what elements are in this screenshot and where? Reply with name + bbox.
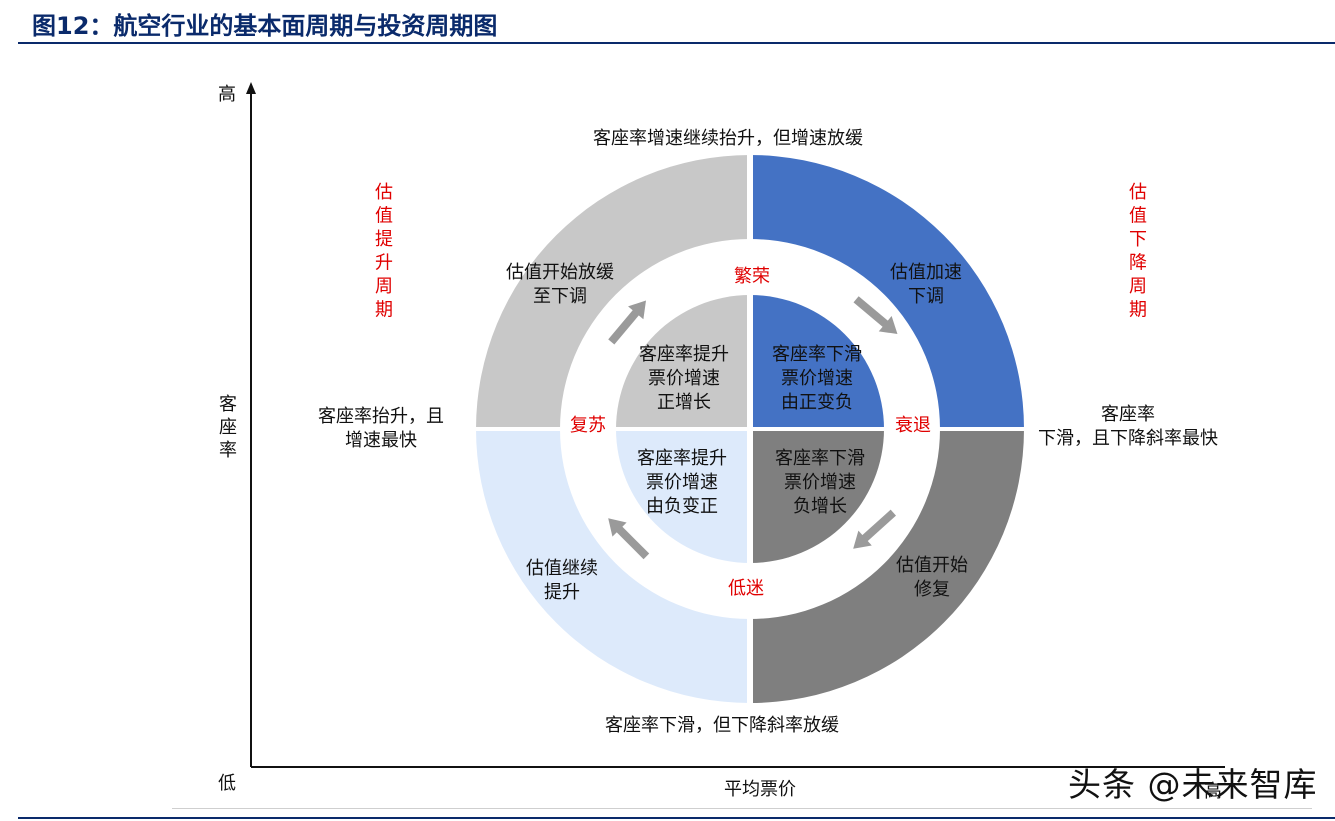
inner-quadrant-bottom-left [616,429,750,563]
inner-text-bottom-right-line: 客座率下滑 [775,448,865,469]
arrow-icon [853,296,898,334]
x-axis-label: 平均票价 [724,779,796,800]
arrow-icon [608,518,650,560]
left-description-line2: 增速最快 [345,430,417,451]
cycle-arrows [608,296,898,560]
inner-text-top-right-line: 由正变负 [781,392,853,413]
y-axis-label: 客座率 [219,394,237,461]
figure-title: 图12：航空行业的基本面周期与投资周期图 [32,12,498,40]
inner-text-top-right-line: 客座率下滑 [772,344,862,365]
inner-text-top-right-line: 票价增速 [781,368,853,389]
arrow-icon [853,509,896,549]
y-high-label: 高 [218,84,236,105]
inner-quadrant-top-right [750,295,884,429]
ring-quadrant-bottom-left [476,429,750,703]
phase-prosperity: 繁荣 [734,266,770,287]
watermark: 头条 @未来智库 [1068,765,1318,804]
y-axis-label-char: 客 [219,394,237,415]
inner-text-bottom-left-line: 客座率提升 [637,448,727,469]
valuation-decline-cycle-char: 降 [1129,253,1147,274]
phase-depression: 低迷 [728,578,764,599]
ring-quadrant-bottom-right [750,429,1024,703]
valuation-decline-cycle-char: 下 [1129,229,1147,250]
footer-rule [172,808,1312,809]
inner-text-top-left-line: 正增长 [657,392,711,413]
phase-recession: 衰退 [895,415,931,436]
y-axis-label-char: 率 [219,440,237,461]
valuation-rise-cycle-char: 期 [375,300,393,321]
inner-text-bottom-right-line: 票价增速 [784,472,856,493]
valuation-rise-cycle-char: 周 [375,276,393,297]
phase-recovery: 复苏 [570,415,606,436]
inner-text-top-left-line: 票价增速 [648,368,720,389]
inner-quadrant-top-left [616,295,750,429]
inner-text-top-left-line: 客座率提升 [639,344,729,365]
valuation-decline-cycle-char: 期 [1129,300,1147,321]
ring-text-bottom-right-line2: 修复 [914,579,950,600]
inner-text-bottom-left-line: 由负变正 [646,496,718,517]
ring-quadrant-top-left [476,155,750,429]
inner-text-bottom-left-line: 票价增速 [646,472,718,493]
inner-quadrant-bottom-right [750,429,884,563]
ring-quadrant-top-right [750,155,1024,429]
y-axis-arrow-icon [246,82,256,94]
ring-text-bottom-left-line1: 估值继续 [526,558,598,579]
valuation-decline-cycle-char: 值 [1129,206,1147,227]
valuation-rise-cycle-char: 升 [375,253,393,274]
ring-text-top-left-line2: 至下调 [533,286,587,307]
right-description-line2: 下滑，且下降斜率最快 [1038,428,1218,449]
right-description-line1: 客座率 [1101,404,1155,425]
title-rule [18,42,1335,44]
valuation-rise-cycle-char: 提 [375,229,393,250]
left-description-line1: 客座率抬升，且 [318,406,444,427]
top-description: 客座率增速继续抬升，但增速放缓 [593,128,863,149]
valuation-rise-cycle-char: 值 [375,206,393,227]
x-high-label: 高 [1204,781,1222,802]
arrow-icon [608,300,646,345]
ring-text-top-left-line1: 估值开始放缓 [506,262,614,283]
valuation-decline-cycle-char: 估 [1129,182,1147,203]
valuation-decline-cycle-char: 周 [1129,276,1147,297]
y-low-label: 低 [218,773,236,794]
bottom-rule [18,817,1335,819]
inner-text-bottom-right-line: 负增长 [793,496,847,517]
ring-text-bottom-left-line2: 提升 [544,582,580,603]
valuation-rise-cycle-char: 估 [375,182,393,203]
ring-text-bottom-right-line1: 估值开始 [896,555,968,576]
ring-text-top-right-line2: 下调 [908,286,944,307]
y-axis-label-char: 座 [219,417,237,438]
bottom-description: 客座率下滑，但下降斜率放缓 [605,715,839,736]
ring-text-top-right-line1: 估值加速 [890,262,962,283]
